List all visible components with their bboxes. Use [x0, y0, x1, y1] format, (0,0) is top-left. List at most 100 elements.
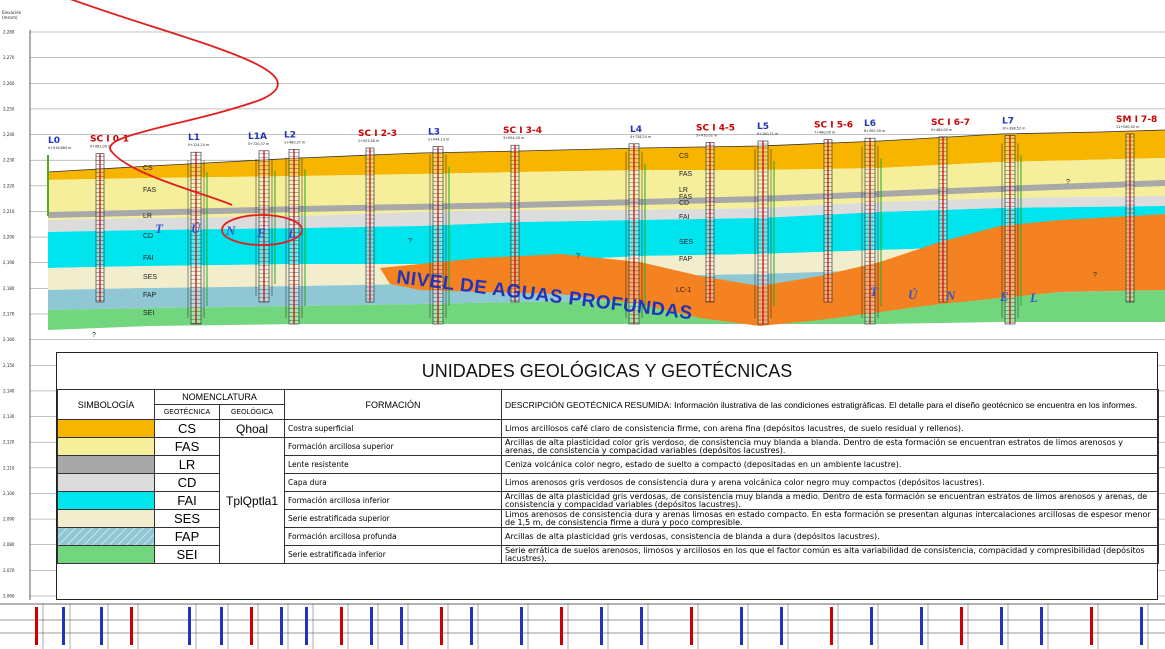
layer-fas — [48, 158, 1165, 220]
lc1-label: LC-1 — [676, 287, 691, 294]
section-code: FAI — [679, 214, 690, 221]
y-tick-label: 2,130 — [3, 414, 15, 419]
y-tick-label: 2,230 — [3, 158, 15, 163]
y-tick-label: 2,080 — [3, 542, 15, 547]
station-marker — [780, 607, 783, 645]
borehole-station: 5+410,02 m — [696, 133, 718, 137]
borehole-column — [510, 144, 520, 303]
legend-description: Serie errática de suelos arenosos, limos… — [501, 545, 1159, 564]
section-code: CS — [143, 165, 153, 172]
boreholes: L00+016,864 mSC I 0-10+081,00 mL10+124,2… — [47, 115, 1157, 325]
y-tick-label: 2,270 — [3, 55, 15, 60]
station-marker — [62, 607, 65, 645]
legend-formation: Capa dura — [284, 473, 502, 492]
borehole-station: 6+100,71 m — [757, 132, 779, 136]
borehole-label: L7 — [1002, 116, 1014, 126]
legend-formation: Formación arcillosa inferior — [284, 491, 502, 510]
borehole-column — [95, 153, 105, 303]
legend-panel: UNIDADES GEOLÓGICAS Y GEOTÉCNICAS SIMBOL… — [56, 352, 1159, 600]
station-marker — [220, 607, 223, 645]
legend-description: Limos arenosos de consistencia dura y ar… — [501, 509, 1159, 528]
legend-code: SES — [154, 509, 220, 528]
legend-swatch — [57, 473, 155, 492]
borehole-station: 0+081,00 m — [90, 145, 112, 149]
tunel-letter: E — [256, 225, 266, 240]
borehole-column — [429, 146, 450, 325]
station-marker — [400, 607, 403, 645]
legend-code: LR — [154, 455, 220, 474]
legend-description: Ceniza volcánica color negro, estado de … — [501, 455, 1159, 474]
borehole-label: SC I 6-7 — [931, 118, 970, 128]
question-mark-1: ? — [92, 332, 96, 339]
legend-swatch — [57, 545, 155, 564]
section-code: LR — [143, 213, 152, 220]
tunel-letter: L — [1029, 290, 1038, 305]
station-marker — [370, 607, 373, 645]
legend-formation: Formación arcillosa profunda — [284, 527, 502, 546]
borehole-station: 0+124,24 m — [188, 143, 210, 147]
legend-description: Arcillas de alta plasticidad gris verdos… — [501, 527, 1159, 546]
borehole-station: 2+003,48 m — [358, 139, 380, 143]
y-tick-label: 2,240 — [3, 132, 15, 137]
borehole-label: SC I 3-4 — [503, 126, 542, 136]
borehole-label: SC I 0-1 — [90, 135, 129, 145]
legend-description: Limos arenosos gris verdosos de consiste… — [501, 473, 1159, 492]
borehole-column — [705, 142, 715, 303]
question-mark-3: ? — [576, 253, 580, 260]
borehole-column — [861, 137, 882, 325]
y-tick-label: 2,190 — [3, 260, 15, 265]
legend-geologic-unit-qhoal: Qhoal — [219, 419, 285, 438]
section-code: LR — [679, 187, 688, 194]
station-marker — [920, 607, 923, 645]
question-mark-4: ? — [1066, 179, 1070, 186]
borehole-label: SC I 2-3 — [358, 129, 397, 139]
station-marker — [305, 607, 308, 645]
station-marker — [340, 607, 343, 645]
question-mark-5: ? — [1093, 272, 1097, 279]
header-simbologia: SIMBOLOGÍA — [57, 389, 155, 420]
y-tick-label: 2,280 — [3, 30, 15, 35]
station-marker — [470, 607, 473, 645]
station-marker — [188, 607, 191, 645]
borehole-label: L5 — [757, 122, 769, 132]
header-formacion: FORMACIÓN — [284, 389, 502, 420]
legend-formation: Lente resistente — [284, 455, 502, 474]
legend-code: CS — [154, 419, 220, 438]
legend-swatch — [57, 455, 155, 474]
tunel-letter: N — [945, 288, 956, 303]
header-descripcion: DESCRIPCIÓN GEOTÉCNICA RESUMIDA: Informa… — [501, 389, 1159, 420]
section-code: FAI — [143, 255, 154, 262]
borehole-station: 9+480,00 m — [931, 128, 953, 132]
y-tick-label: 2,210 — [3, 209, 15, 214]
borehole-station: 11+080,00 m — [1116, 125, 1140, 129]
legend-title: UNIDADES GEOLÓGICAS Y GEOTÉCNICAS — [421, 361, 793, 381]
section-code: FAP — [143, 292, 157, 299]
borehole-station: 8+400,30 m — [864, 129, 886, 133]
tunel-letter: L — [287, 226, 296, 241]
question-mark-2: ? — [408, 238, 412, 245]
layer-lr — [48, 180, 1165, 218]
legend-description: Arcillas de alta plasticidad color gris … — [501, 437, 1159, 456]
legend-table: SIMBOLOGÍA NOMENCLATURA FORMACIÓN DESCRI… — [57, 389, 1159, 564]
legend-description: Arcillas de alta plasticidad gris verdos… — [501, 491, 1159, 510]
station-marker — [1040, 607, 1043, 645]
legend-code: FAP — [154, 527, 220, 546]
station-marker — [560, 607, 563, 645]
tunel-letter: Ú — [191, 221, 201, 236]
borehole-station: 3+004,00 m — [503, 136, 525, 140]
legend-formation: Serie estratificada superior — [284, 509, 502, 528]
strata-layers — [48, 130, 1165, 330]
layer-cd — [48, 196, 1165, 232]
legend-formation: Formación arcillosa superior — [284, 437, 502, 456]
borehole-station: 1+480,37 m — [284, 140, 306, 144]
y-tick-label: 2,200 — [3, 235, 15, 240]
borehole-station: 2+044,13 m — [428, 138, 450, 142]
